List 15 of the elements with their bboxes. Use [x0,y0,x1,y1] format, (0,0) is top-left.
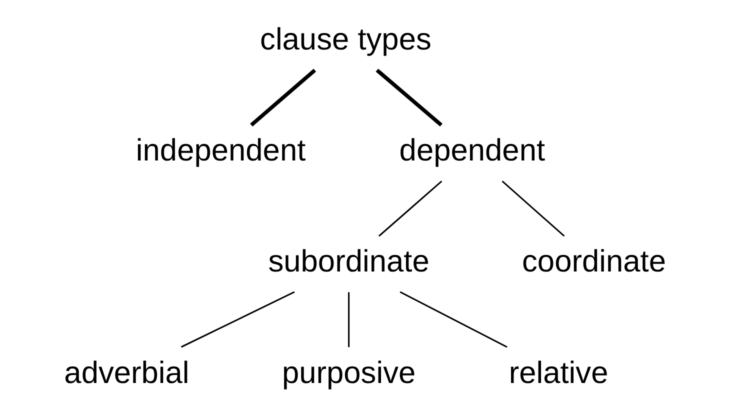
node-text: coordinate [522,244,666,279]
node-text: purposive [282,354,416,390]
connector [376,68,443,127]
node-text: relative [508,354,608,390]
connector [400,291,508,348]
node-text: adverbial [64,354,190,390]
connector [250,68,316,127]
node-text: dependent [399,132,546,168]
connector [502,180,565,237]
connector [378,180,442,237]
connector [348,292,350,348]
connector [180,291,295,348]
node-text: independent [136,132,306,168]
node-text: subordinate [268,244,430,279]
node-text: clause types [260,22,432,57]
